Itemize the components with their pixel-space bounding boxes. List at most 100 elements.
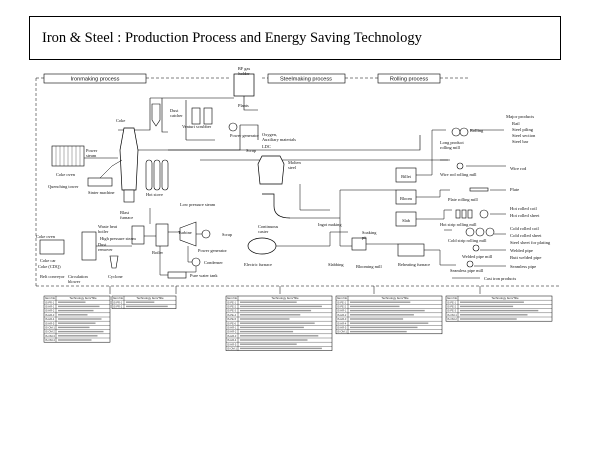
coke-oven-bottom: Coke oven xyxy=(36,234,65,255)
table-item-title-placeholder xyxy=(240,335,319,337)
table-item-title-placeholder xyxy=(240,339,308,341)
tech-table: Item No.Technology Item/TitleIS-PE-1IS-P… xyxy=(225,295,333,351)
coke-oven-label: Coke oven xyxy=(56,172,76,177)
coke-car-label: Coke car xyxy=(40,258,56,263)
plate-mill-label: Plate rolling mill xyxy=(448,197,479,202)
product-arrows xyxy=(466,129,506,267)
high-pressure-steam-label: High pressure steam xyxy=(100,236,136,241)
product-steel-sheet-plating: Steel sheet for plating xyxy=(510,240,551,245)
table-item-no: IS-PE-1 xyxy=(447,300,457,304)
boiler-label: Boiler xyxy=(152,250,164,255)
table-item-no: IS-PE-4 xyxy=(227,313,237,317)
coke-oven-bottom-label: Coke oven xyxy=(36,234,56,239)
table-item-title-placeholder xyxy=(58,339,92,341)
table-item-title-placeholder xyxy=(240,309,312,312)
condenser: Condenser xyxy=(191,257,223,267)
slab: Slab xyxy=(395,211,417,227)
table-item-no: IS-HR-1 xyxy=(337,309,347,313)
blooming-mill-label: Blooming mill xyxy=(356,264,383,269)
table-item-title-placeholder xyxy=(350,309,425,312)
reheating-furnace-label: Reheating furnace xyxy=(398,262,430,267)
table-item-no: IS-HR-1 xyxy=(45,305,55,309)
page-title: Iron & Steel : Production Process and En… xyxy=(42,29,422,46)
table-item-no: IS-OM-3 xyxy=(45,334,55,338)
coke-oven-top: Coke oven xyxy=(51,145,85,177)
plants-label: Plants xyxy=(238,103,249,108)
table-item-title-placeholder xyxy=(350,301,411,303)
table-item-no: IS-HR-4 xyxy=(45,317,55,321)
table-item-no: IS-PE-3 xyxy=(227,309,237,313)
table-item-title-placeholder xyxy=(460,305,514,308)
product-hot-rolled-sheet: Hot rolled sheet xyxy=(510,213,540,218)
hot-stoves: Hot stove xyxy=(145,159,169,197)
turbine-label: Turbine xyxy=(178,230,192,235)
table-item-title-placeholder xyxy=(126,301,155,303)
table-item-no: IS-PE-2 xyxy=(447,305,457,309)
product-plate: Plate xyxy=(510,187,519,192)
technology-tables: Item No.Technology Item/TitleIS-PR-1IS-H… xyxy=(43,295,553,351)
tech-table: Item No.Technology Item/TitleIS-PR-1IS-H… xyxy=(43,295,111,343)
product-welded-pipe: Welded pipe xyxy=(510,248,533,253)
table-item-no: IS-HR-5 xyxy=(45,321,55,325)
steelmaking-header: Steelmaking process xyxy=(280,77,332,83)
coke-cdq-label: Coke (CDQ) xyxy=(38,264,61,269)
table-item-title-placeholder xyxy=(460,309,539,312)
billet-label: Billet xyxy=(401,174,412,179)
table-header-title: Technology Item/Title xyxy=(136,296,164,300)
oxygen-label: Oxygen,Auxiliary materials xyxy=(262,132,296,142)
table-item-no: IS-HR-2 xyxy=(337,313,347,317)
pure-water-tank: Pure water tank xyxy=(167,271,218,279)
rolling-header: Rolling process xyxy=(390,77,428,83)
wire-rod-mill: Wire rod rolling mill xyxy=(440,162,477,177)
table-header-title: Technology Item/Title xyxy=(69,296,97,300)
ore-conveyor xyxy=(99,159,123,179)
rolling-flow-lines xyxy=(366,129,480,279)
venturi-label: Venturi scrubber xyxy=(182,124,212,129)
tech-table: Item No.Technology Item/TitleIS-PE-1IS-P… xyxy=(335,295,443,335)
table-item-title-placeholder xyxy=(350,314,414,316)
product-steel-piling: Steel piling xyxy=(512,127,534,132)
belt-conveyor-label: Belt conveyor xyxy=(40,274,65,279)
table-item-no: IS-PE-3 xyxy=(447,309,457,313)
table-item-title-placeholder xyxy=(58,305,100,308)
power-generator-2-label: Power generator xyxy=(198,248,227,253)
product-cold-rolled-coil: Cold rolled coil xyxy=(510,226,540,231)
table-header-title: Technology Item/Title xyxy=(491,296,519,300)
product-hot-rolled-coil: Hot rolled coil xyxy=(510,206,538,211)
table-item-no: IS-OM-2 xyxy=(45,330,55,334)
table-item-title-placeholder xyxy=(460,301,524,303)
electric-furnace: Electric furnace xyxy=(244,237,277,267)
table-item-no: IS-HR-3 xyxy=(227,334,237,338)
table-item-title-placeholder xyxy=(240,347,322,350)
table-item-title-placeholder xyxy=(240,318,290,320)
table-item-title-placeholder xyxy=(58,309,94,312)
pure-water-label: Pure water tank xyxy=(190,273,218,278)
table-item-no: IS-HR-5 xyxy=(227,342,237,346)
cold-strip-mill-label: Cold strip rolling mill xyxy=(448,238,487,243)
table-item-no: IS-OM-4 xyxy=(45,338,55,342)
turbine: Turbine xyxy=(178,221,197,247)
table-item-no: IS-PE-1 xyxy=(227,300,237,304)
boiler: Boiler xyxy=(152,223,169,255)
table-item-title-placeholder xyxy=(240,314,301,316)
product-wire-rod: Wire rod xyxy=(510,166,527,171)
table-item-no: IS-PE-6 xyxy=(227,321,237,325)
table-item-title-placeholder xyxy=(240,343,297,345)
title-box: Iron & Steel : Production Process and En… xyxy=(29,16,561,60)
venturi-scrubber: Venturi scrubber xyxy=(182,107,213,129)
products-list: Major products Rail Steel piling Steel s… xyxy=(506,114,551,269)
slab-label: Slab xyxy=(402,218,411,223)
table-item-title-placeholder xyxy=(58,322,96,324)
table-item-title-placeholder xyxy=(58,318,102,320)
